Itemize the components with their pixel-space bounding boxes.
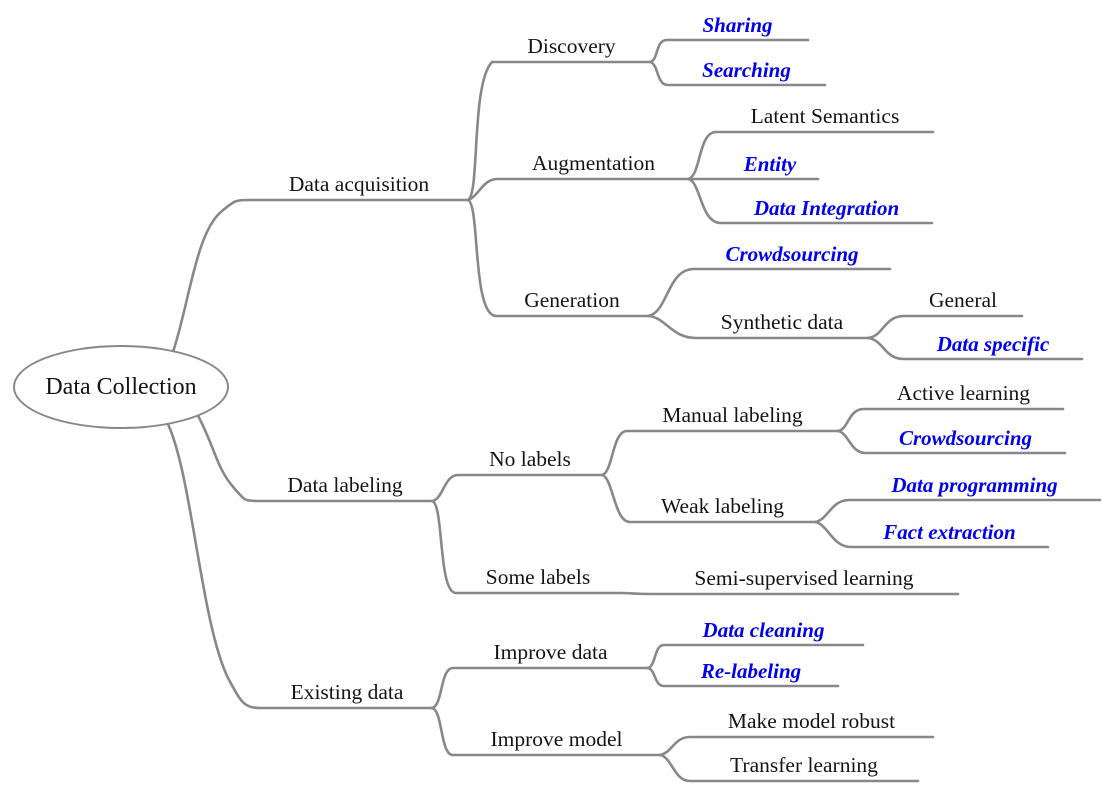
- edge-sharing: [648, 38, 810, 64]
- edge-fact-extraction: [813, 520, 1050, 549]
- node-data-integration[interactable]: Data Integration: [753, 195, 900, 220]
- node-data-labeling[interactable]: Data labeling: [287, 473, 403, 498]
- edge-general: [866, 314, 1024, 340]
- edge-semi-supervised: [618, 591, 960, 596]
- edge-data-labeling: [194, 410, 434, 503]
- edge-some-labels: [430, 499, 622, 595]
- node-data-acquisition[interactable]: Data acquisition: [288, 172, 430, 197]
- node-weak-labeling[interactable]: Weak labeling: [660, 494, 785, 519]
- node-transfer-learning[interactable]: Transfer learning: [730, 753, 878, 778]
- node-data-programming[interactable]: Data programming: [891, 472, 1058, 497]
- edge-transfer-learning: [658, 753, 920, 783]
- node-augmentation[interactable]: Augmentation: [531, 151, 655, 176]
- edge-generation: [466, 198, 650, 318]
- node-searching[interactable]: Searching: [702, 57, 791, 82]
- node-latent-semantics[interactable]: Latent Semantics: [750, 104, 900, 129]
- edge-crowdsourcing-lab: [836, 429, 1067, 455]
- edge-re-labeling: [646, 666, 840, 688]
- edge-data-acquisition: [171, 198, 470, 354]
- edge-discovery: [466, 60, 652, 202]
- root-node-label: Data Collection: [45, 373, 197, 400]
- edge-improve-data: [430, 666, 650, 710]
- node-sharing[interactable]: Sharing: [702, 12, 773, 37]
- edge-crowdsourcing-gen: [646, 267, 892, 318]
- edge-improve-model: [430, 706, 662, 757]
- node-crowdsourcing-generation[interactable]: Crowdsourcing: [725, 241, 859, 266]
- edge-augmentation: [466, 177, 690, 202]
- edge-make-model-robust: [658, 735, 935, 757]
- node-general[interactable]: General: [928, 288, 998, 313]
- node-crowdsourcing-labeling[interactable]: Crowdsourcing: [898, 425, 1033, 450]
- edge-manual-labeling: [600, 429, 840, 477]
- node-fact-extraction[interactable]: Fact extraction: [883, 519, 1016, 544]
- node-active-learning[interactable]: Active learning: [896, 381, 1031, 406]
- node-data-specific[interactable]: Data specific: [936, 331, 1050, 356]
- edge-data-specific: [866, 336, 1084, 361]
- node-some-labels[interactable]: Some labels: [485, 565, 591, 590]
- edge-data-programming: [813, 498, 1102, 524]
- edge-weak-labeling: [600, 473, 817, 524]
- node-semi-supervised-learning[interactable]: Semi-supervised learning: [694, 566, 914, 591]
- node-discovery[interactable]: Discovery: [527, 34, 616, 59]
- node-improve-data[interactable]: Improve data: [493, 640, 608, 665]
- node-no-labels[interactable]: No labels: [489, 447, 571, 472]
- edge-synthetic-data: [646, 314, 870, 340]
- node-improve-model[interactable]: Improve model: [490, 727, 623, 752]
- node-re-labeling[interactable]: Re-labeling: [700, 658, 802, 683]
- node-entity[interactable]: Entity: [743, 151, 797, 176]
- edge-existing-data: [164, 418, 434, 710]
- node-manual-labeling[interactable]: Manual labeling: [662, 403, 803, 428]
- node-make-model-robust[interactable]: Make model robust: [727, 709, 896, 734]
- edge-data-cleaning: [646, 643, 865, 670]
- edge-latent-semantics: [686, 130, 935, 181]
- edge-searching: [648, 60, 827, 87]
- node-data-cleaning[interactable]: Data cleaning: [702, 617, 825, 642]
- edge-no-labels: [430, 473, 604, 503]
- node-generation[interactable]: Generation: [524, 288, 620, 313]
- edge-active-learning: [836, 407, 1065, 433]
- node-data-collection[interactable]: Data Collection: [13, 345, 229, 429]
- node-synthetic-data[interactable]: Synthetic data: [720, 310, 844, 335]
- edge-data-integration: [686, 177, 934, 225]
- node-existing-data[interactable]: Existing data: [290, 680, 404, 705]
